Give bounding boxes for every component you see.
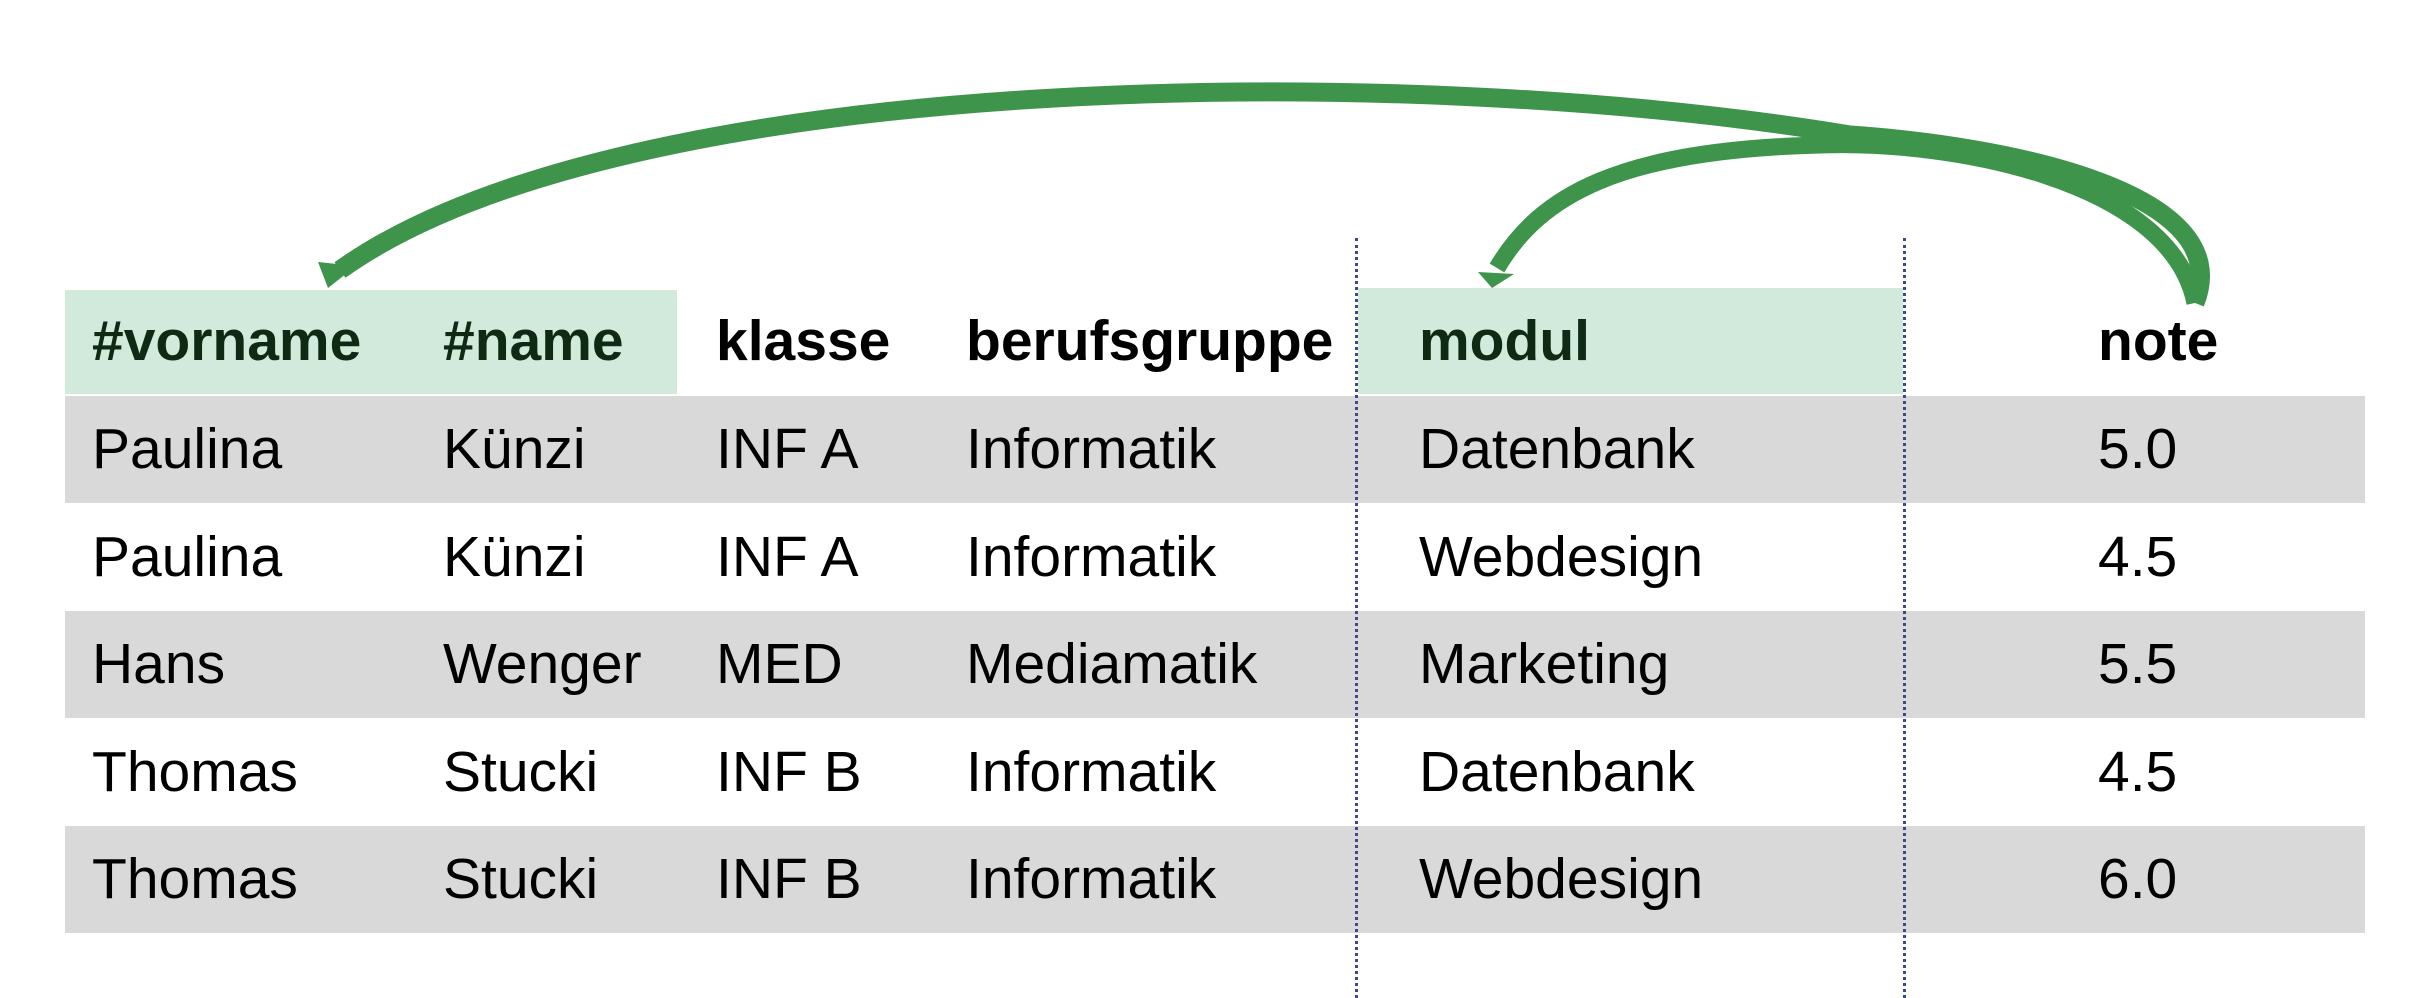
- arrow-note-to-modul: [1489, 136, 2204, 305]
- cell-vorname: Paulina: [92, 417, 283, 481]
- cell-klasse: INF B: [716, 740, 862, 804]
- cell-modul: Datenbank: [1419, 417, 1695, 481]
- cell-berufsgruppe: Informatik: [966, 417, 1217, 481]
- cell-note: 6.0: [2098, 847, 2178, 911]
- cell-berufsgruppe: Informatik: [966, 847, 1217, 911]
- cell-note: 4.5: [2098, 740, 2178, 804]
- cell-berufsgruppe: Informatik: [966, 525, 1217, 589]
- header-modul: modul: [1419, 309, 1590, 373]
- cell-name: Künzi: [443, 417, 586, 481]
- cell-name: Stucki: [443, 740, 599, 804]
- cell-klasse: INF A: [716, 417, 859, 481]
- header-vorname: #vorname: [92, 309, 362, 373]
- arrow-note-to-person-key: [334, 82, 2210, 307]
- cell-name: Künzi: [443, 525, 586, 589]
- cell-berufsgruppe: Informatik: [966, 740, 1217, 804]
- cell-vorname: Thomas: [92, 847, 298, 911]
- arrowhead-modul: [1478, 272, 1514, 288]
- cell-modul: Webdesign: [1419, 847, 1704, 911]
- row-stripe-1: [65, 396, 2365, 503]
- cell-note: 5.0: [2098, 417, 2178, 481]
- cell-klasse: INF A: [716, 525, 859, 589]
- cell-vorname: Paulina: [92, 525, 283, 589]
- cell-klasse: MED: [716, 632, 843, 696]
- cell-name: Stucki: [443, 847, 599, 911]
- row-stripe-3: [65, 611, 2365, 718]
- key-highlight-modul: [1358, 288, 1903, 394]
- cell-vorname: Thomas: [92, 740, 298, 804]
- divider-right: [1903, 238, 1906, 998]
- cell-modul: Webdesign: [1419, 525, 1704, 589]
- row-stripe-5: [65, 826, 2365, 933]
- header-name: #name: [443, 309, 624, 373]
- cell-klasse: INF B: [716, 847, 862, 911]
- cell-note: 4.5: [2098, 525, 2178, 589]
- key-highlight-person: [65, 290, 677, 394]
- cell-modul: Datenbank: [1419, 740, 1695, 804]
- cell-note: 5.5: [2098, 632, 2178, 696]
- header-note: note: [2098, 309, 2219, 373]
- arrowhead-person-key: [318, 262, 356, 288]
- header-klasse: klasse: [716, 309, 891, 373]
- header-berufsgruppe: berufsgruppe: [966, 309, 1334, 373]
- cell-berufsgruppe: Mediamatik: [966, 632, 1258, 696]
- cell-name: Wenger: [443, 632, 642, 696]
- divider-left: [1355, 238, 1358, 998]
- cell-modul: Marketing: [1419, 632, 1670, 696]
- cell-vorname: Hans: [92, 632, 226, 696]
